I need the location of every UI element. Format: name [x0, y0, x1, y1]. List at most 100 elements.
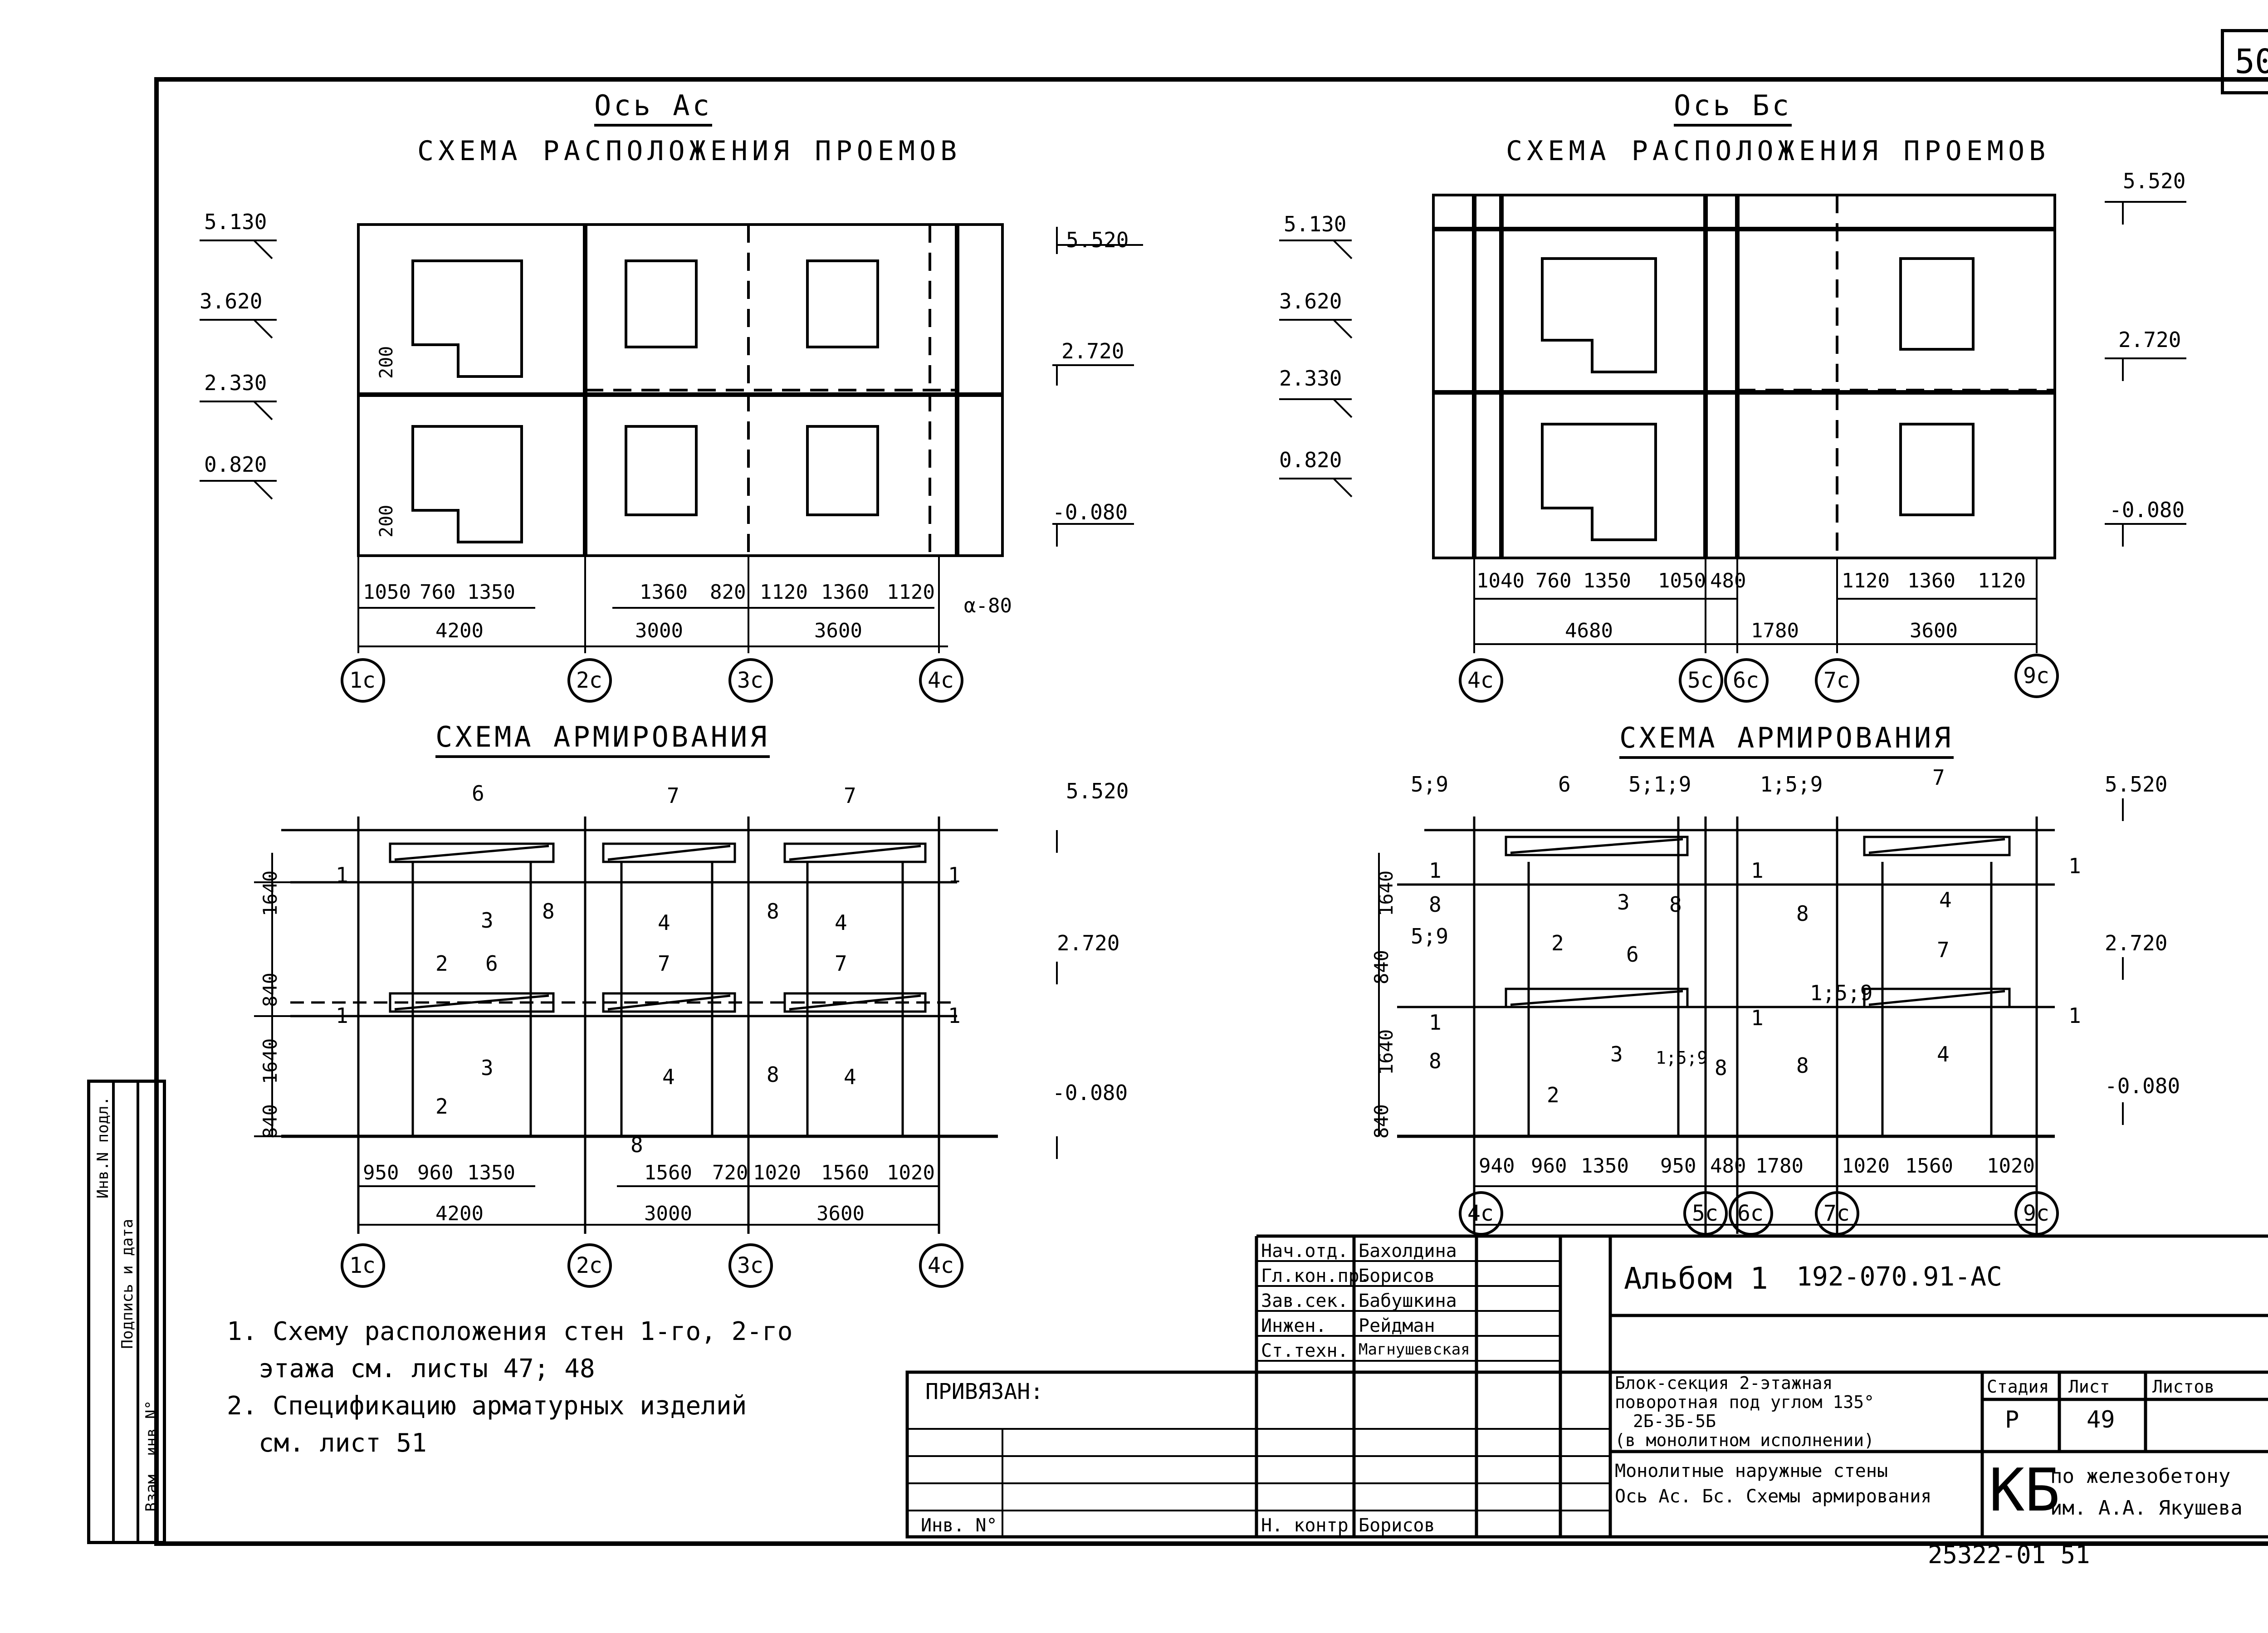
svg-text:2.330: 2.330	[1279, 366, 1342, 391]
project-line: (в монолитном исполнении)	[1615, 1430, 1874, 1450]
svg-text:2.720: 2.720	[2118, 328, 2181, 352]
stage-header: Стадия	[1987, 1377, 2049, 1397]
axis-b-openings-title: СХЕМА РАСПОЛОЖЕНИЯ ПРОЕМОВ	[1506, 135, 2050, 167]
svg-text:940: 940	[1479, 1154, 1515, 1178]
svg-text:1560: 1560	[821, 1161, 869, 1184]
svg-text:2.330: 2.330	[204, 371, 267, 395]
svg-text:3600: 3600	[1910, 619, 1958, 642]
role: Гл.кон.пр.	[1261, 1266, 1370, 1286]
stage-value: Р	[2005, 1406, 2019, 1433]
svg-text:840: 840	[259, 1104, 281, 1139]
axis-label: 4с	[928, 668, 954, 693]
svg-text:8: 8	[631, 1133, 643, 1157]
svg-text:4: 4	[1937, 1042, 1950, 1066]
svg-text:4: 4	[1939, 888, 1952, 912]
svg-text:1640: 1640	[1375, 1029, 1397, 1075]
svg-text:1: 1	[336, 1003, 348, 1028]
svg-text:3: 3	[481, 908, 494, 933]
svg-text:7: 7	[658, 951, 670, 976]
axis-label: 2с	[576, 668, 602, 693]
svg-text:α-80: α-80	[964, 594, 1012, 617]
inv-no-label: Инв. N°	[921, 1515, 997, 1536]
svg-text:480: 480	[1710, 569, 1746, 592]
svg-text:1020: 1020	[1987, 1154, 2035, 1178]
svg-text:-0.080: -0.080	[1052, 1081, 1128, 1105]
svg-text:760: 760	[1535, 569, 1571, 592]
svg-text:1: 1	[1751, 858, 1764, 883]
project-line: поворотная под углом 135°	[1615, 1392, 1874, 1412]
svg-text:4: 4	[835, 910, 847, 935]
svg-text:840: 840	[1370, 950, 1393, 984]
svg-text:4: 4	[844, 1065, 856, 1089]
svg-text:4200: 4200	[435, 619, 484, 642]
axis-label: 6с	[1737, 1201, 1764, 1226]
axis-label: 7с	[1823, 668, 1850, 693]
svg-text:1640: 1640	[259, 1038, 281, 1084]
svg-text:5.130: 5.130	[204, 210, 267, 234]
svg-text:5.520: 5.520	[1066, 779, 1129, 803]
axis-label: 7с	[1823, 1201, 1850, 1226]
svg-text:4680: 4680	[1565, 619, 1613, 642]
svg-text:3: 3	[1610, 1042, 1623, 1066]
n-kontr-role: Н. контр.	[1261, 1515, 1359, 1536]
axis-label: 1с	[349, 668, 376, 693]
project-description: Блок-секция 2-этажная поворотная под угл…	[1615, 1374, 1874, 1450]
svg-text:3: 3	[1617, 890, 1630, 914]
role: Инжен.	[1261, 1315, 1327, 1336]
svg-text:8: 8	[767, 1062, 779, 1087]
notes: 1. Схему расположения стен 1-го, 2-го эт…	[227, 1313, 792, 1462]
axis-a-title: Ось Ас	[594, 89, 712, 127]
svg-text:-0.080: -0.080	[2105, 1074, 2180, 1098]
svg-text:3.620: 3.620	[1279, 289, 1342, 313]
side-stamp-replace: Взам. инв.N°	[142, 1400, 161, 1512]
svg-text:1020: 1020	[887, 1161, 935, 1184]
svg-text:8: 8	[1429, 1049, 1442, 1073]
axis-b-title: Ось Бс	[1674, 89, 1792, 127]
svg-text:8: 8	[1796, 901, 1809, 926]
svg-text:720: 720	[712, 1161, 748, 1184]
axis-label: 4с	[1467, 1201, 1494, 1226]
svg-text:1350: 1350	[1581, 1154, 1629, 1178]
svg-text:1: 1	[1429, 858, 1442, 883]
side-stamp-inv: Инв.N подл.	[94, 1096, 112, 1199]
svg-text:0.820: 0.820	[1279, 448, 1342, 472]
sheet-title: Монолитные наружные стены Ось Ас. Бс. Сх…	[1615, 1458, 1931, 1509]
axis-label: 4с	[1467, 668, 1494, 693]
svg-text:5;9: 5;9	[1411, 772, 1448, 797]
svg-text:0.820: 0.820	[204, 452, 267, 477]
axis-label: 3с	[737, 668, 763, 693]
axis-a-reinforcement-title: СХЕМА АРМИРОВАНИЯ	[435, 720, 770, 758]
n-kontr-name: Борисов	[1359, 1515, 1435, 1536]
name: Рейдман	[1359, 1315, 1435, 1336]
svg-text:3600: 3600	[814, 619, 862, 642]
svg-text:1120: 1120	[1842, 569, 1890, 592]
axis-label: 6с	[1733, 668, 1759, 693]
side-stamp: Инв.N подл. Подпись и дата Взам. инв.N°	[87, 1080, 166, 1544]
svg-text:1640: 1640	[1375, 870, 1397, 916]
axis-label: 5с	[1692, 1201, 1718, 1226]
svg-text:1: 1	[336, 863, 348, 887]
svg-text:960: 960	[417, 1161, 453, 1184]
svg-text:3000: 3000	[635, 619, 683, 642]
svg-text:6: 6	[1558, 772, 1571, 797]
svg-text:820: 820	[710, 581, 746, 604]
archive-number: 25322-01 51	[1928, 1540, 2090, 1569]
svg-text:1350: 1350	[467, 1161, 515, 1184]
org-line: им. А.А. Якушева	[2050, 1496, 2243, 1520]
sheet-value: 49	[2087, 1406, 2115, 1433]
svg-text:1360: 1360	[1907, 569, 1955, 592]
svg-text:1120: 1120	[1978, 569, 2026, 592]
svg-text:5.520: 5.520	[2123, 169, 2185, 193]
svg-text:1;5;9: 1;5;9	[1656, 1048, 1707, 1068]
svg-text:2.720: 2.720	[1061, 339, 1124, 363]
svg-text:840: 840	[1370, 1104, 1393, 1139]
sheets-header: Листов	[2152, 1377, 2215, 1397]
svg-text:1360: 1360	[640, 581, 688, 604]
svg-text:8: 8	[1796, 1053, 1809, 1078]
svg-text:1120: 1120	[760, 581, 808, 604]
svg-text:840: 840	[259, 973, 281, 1007]
svg-text:1780: 1780	[1751, 619, 1799, 642]
sheet-number: 50	[2221, 29, 2268, 94]
